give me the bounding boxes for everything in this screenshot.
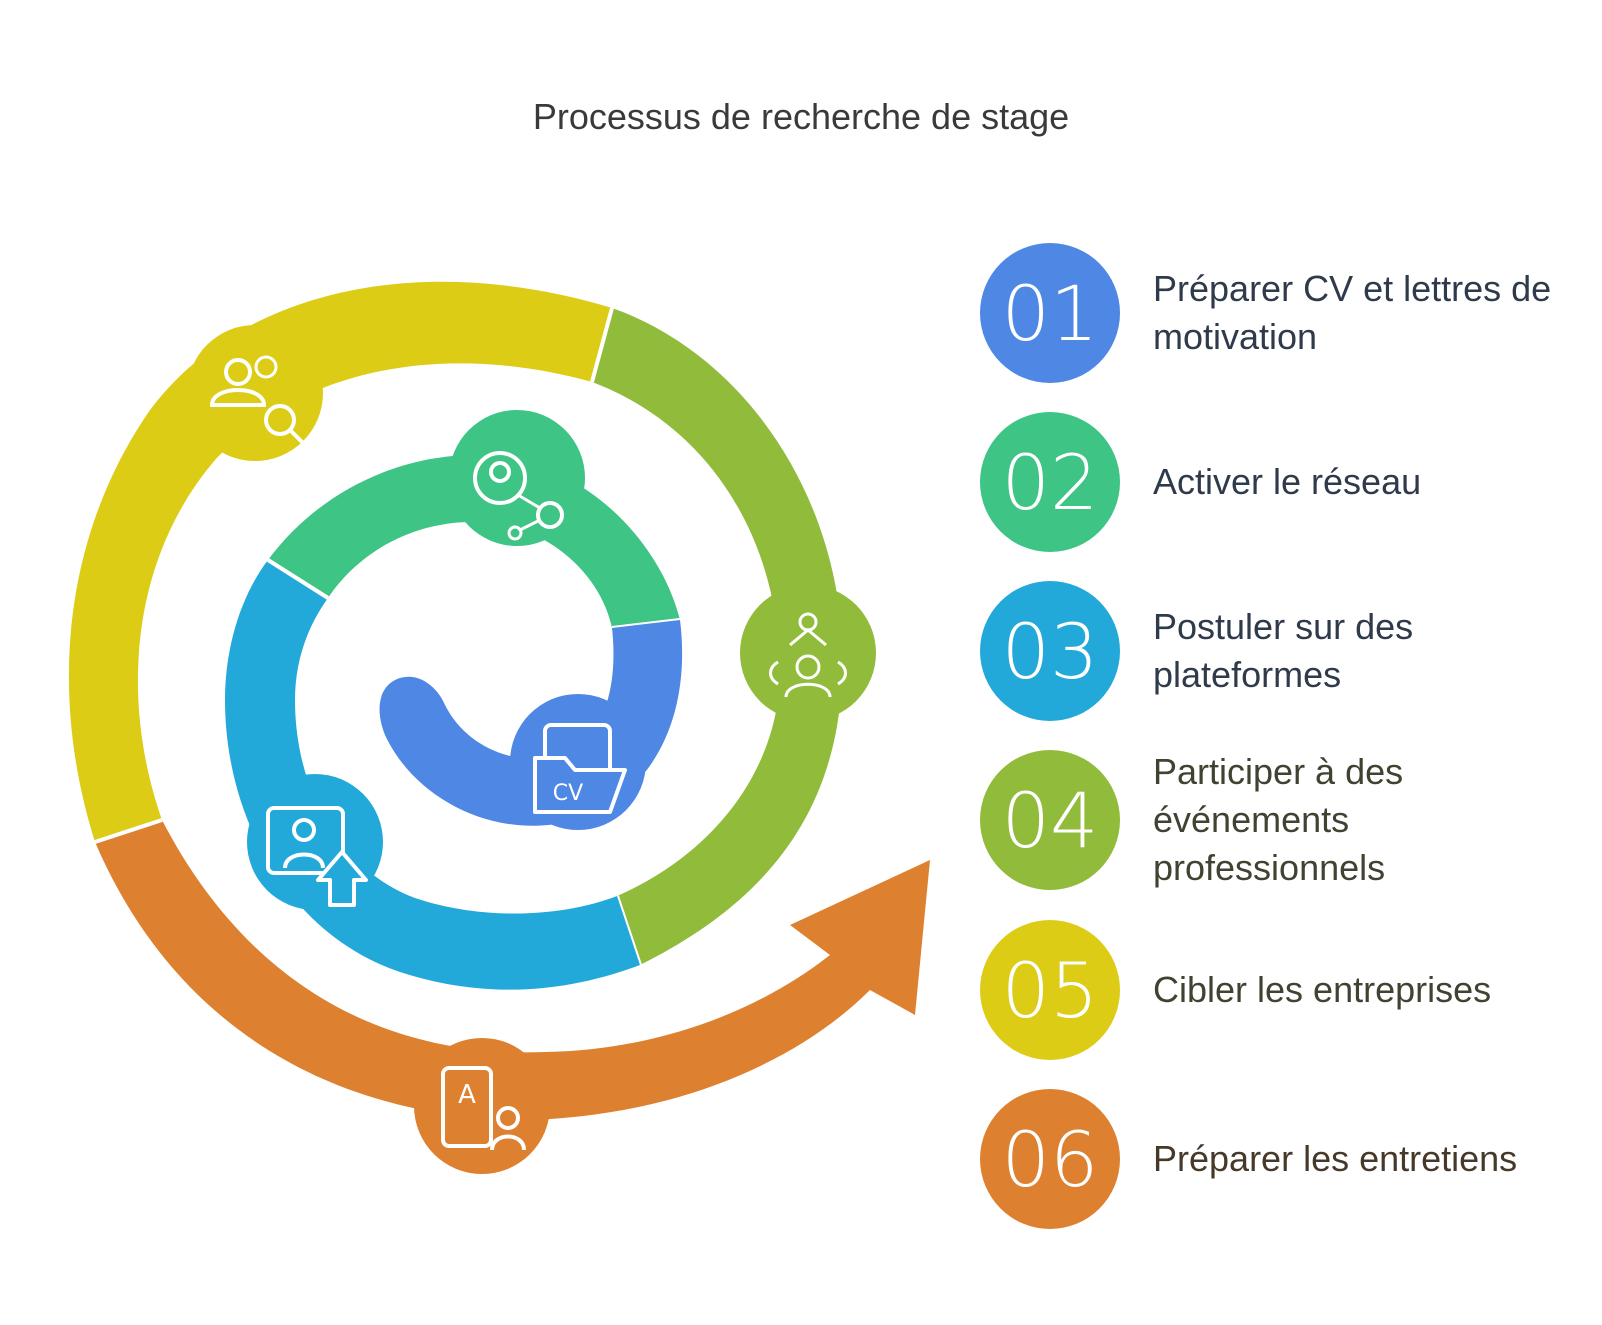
step-number: 01 (980, 243, 1120, 383)
step-04: 04 Participer à des événements professio… (980, 750, 1580, 890)
step-05: 05 Cibler les entreprises (980, 920, 1580, 1060)
search-people-icon (187, 325, 323, 461)
step-06: 06 Préparer les entretiens (980, 1089, 1580, 1229)
step-label: Cibler les entreprises (1153, 969, 1492, 1010)
spiral-segment-06 (95, 820, 930, 1120)
group-event-icon (740, 585, 876, 721)
svg-text:CV: CV (553, 781, 583, 806)
step-label: Préparer CV et lettres de motivation (1153, 268, 1552, 357)
step-label: Postuler sur des plateformes (1153, 606, 1414, 695)
step-number: 06 (980, 1089, 1120, 1229)
interview-document-icon: A (414, 1038, 550, 1174)
step-label: Préparer les entretiens (1153, 1138, 1518, 1179)
step-number: 05 (980, 920, 1120, 1060)
step-number: 02 (980, 412, 1120, 552)
upload-profile-icon (247, 774, 383, 910)
step-number: 04 (980, 750, 1120, 890)
step-03: 03 Postuler sur des plateformes (980, 581, 1580, 721)
step-label: Activer le réseau (1153, 461, 1422, 502)
diagram-title: Processus de recherche de stage (532, 96, 1070, 137)
cv-folder-icon: CV (510, 694, 646, 830)
step-number: 03 (980, 581, 1120, 721)
spiral-segment-04 (592, 308, 843, 965)
step-01: 01 Préparer CV et lettres de motivation (980, 243, 1580, 383)
network-person-icon (449, 410, 585, 546)
step-label: Participer à des événements professionne… (1153, 751, 1404, 888)
step-02: 02 Activer le réseau (980, 412, 1580, 552)
svg-text:A: A (458, 1080, 476, 1110)
